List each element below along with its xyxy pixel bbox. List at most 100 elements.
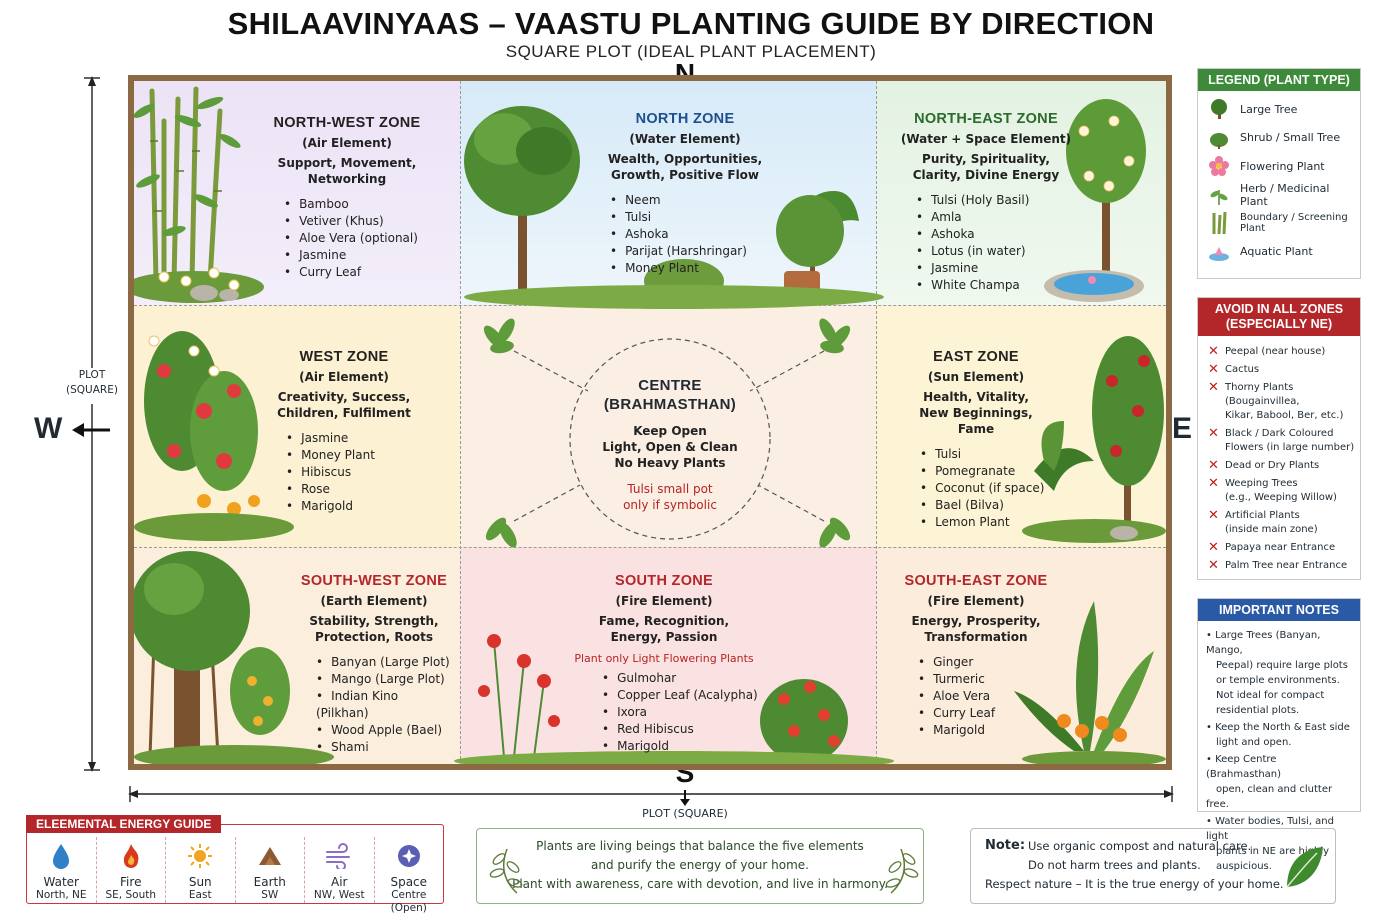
list-item: Neem: [610, 192, 747, 209]
legend-item: Boundary / Screening Plant: [1198, 209, 1360, 238]
list-item: Ashoka: [610, 226, 747, 243]
page-title: SHILAAVINYAAS – VAASTU PLANTING GUIDE BY…: [227, 6, 1155, 41]
list-item: ✕Thorny Plants (Bougainvillea,Kikar, Bab…: [1198, 381, 1360, 423]
legend-title: LEGEND (PLANT TYPE): [1198, 69, 1360, 91]
list-item: Large Trees (Banyan, Mango,Peepal) requi…: [1198, 628, 1360, 718]
element-direction: East: [188, 889, 212, 901]
zone-nw-element: (Air Element): [302, 136, 392, 150]
fire-icon: [123, 844, 139, 868]
zone-n-desc: Growth, Positive Flow: [610, 168, 760, 182]
cross-icon: ✕: [1208, 362, 1219, 377]
note-text: auspicious.: [1216, 861, 1272, 872]
element-name: Water: [43, 875, 79, 889]
avoid-text: Peepal (near house): [1225, 346, 1326, 357]
notes-title: IMPORTANT NOTES: [1198, 599, 1360, 621]
element-name: Sun: [188, 875, 212, 889]
elemental-energy-guide: ELEEMENTAL ENERGY GUIDE Water North, NE …: [26, 815, 444, 914]
zone-s-desc: Energy, Passion: [610, 630, 718, 644]
avoid-text: (inside main zone): [1225, 524, 1318, 535]
zone-n-text: NORTH ZONE (Water Element) Wealth, Oppor…: [580, 111, 790, 277]
zone-nw-text: NORTH-WEST ZONE (Air Element) Support, M…: [234, 115, 460, 281]
element-name: Earth: [253, 875, 286, 889]
zone-w-desc: Creativity, Success,: [277, 390, 411, 404]
cross-icon: ✕: [1208, 426, 1219, 441]
plot-bottom-label: PLOT (SQUARE): [642, 807, 728, 820]
list-item: Turmeric: [918, 671, 995, 688]
boundary-plant-icon: [1212, 212, 1227, 235]
list-item: Money Plant: [286, 447, 375, 464]
note-line: Use organic compost and natural care.: [1028, 839, 1252, 853]
note-text: Water bodies, Tulsi, and light: [1206, 816, 1334, 842]
note-text: residential plots.: [1216, 705, 1300, 716]
south-arrow-icon: [680, 790, 690, 806]
legend-label: Boundary / Screening Plant: [1240, 212, 1348, 235]
elemental-guide-title: ELEEMENTAL ENERGY GUIDE: [26, 815, 222, 833]
zone-ne-desc: Clarity, Divine Energy: [912, 168, 1060, 182]
leaf-branch-icon: [489, 848, 523, 894]
zone-sw-title: SOUTH-WEST ZONE: [300, 573, 448, 589]
list-item: ✕Artificial Plants(inside main zone): [1198, 509, 1360, 537]
plot-frame: NORTH-WEST ZONE (Air Element) Support, M…: [128, 75, 1172, 770]
zone-nw-title: NORTH-WEST ZONE: [273, 115, 421, 131]
zone-s-text: SOUTH ZONE (Fire Element) Fame, Recognit…: [554, 573, 774, 755]
list-item: ✕Palm Tree near Entrance: [1198, 559, 1360, 573]
list-item: Vetiver (Khus): [284, 213, 418, 230]
list-item: Banyan (Large Plot): [316, 654, 454, 671]
list-item: Shami: [316, 739, 454, 756]
zone-e-desc: Health, Vitality,: [923, 390, 1029, 404]
herb-icon: [1210, 189, 1228, 205]
zone-e-text: EAST ZONE (Sun Element) Health, Vitality…: [906, 349, 1046, 531]
list-item: Marigold: [918, 722, 995, 739]
legend-label: Flowering Plant: [1240, 159, 1325, 173]
leaf-branch-icon: [885, 848, 919, 894]
plot-height-dimension: [84, 76, 100, 772]
list-item: Amla: [916, 209, 1029, 226]
leaf-icon: [1286, 847, 1323, 888]
legend-item: Shrub / Small Tree: [1198, 124, 1360, 153]
legend-item: Herb / Medicinal Plant: [1198, 181, 1360, 210]
zone-ne-desc: Purity, Spirituality,: [922, 152, 1050, 166]
zone-centre: [460, 305, 876, 547]
element-water: Water North, NE: [27, 837, 97, 903]
list-item: Parijat (Harshringar): [610, 243, 747, 260]
zone-sw-desc: Protection, Roots: [315, 630, 433, 644]
element-air: Air NW, West: [305, 837, 375, 903]
zone-sw-element: (Earth Element): [320, 594, 428, 608]
zone-s-desc: Fame, Recognition,: [598, 614, 730, 628]
grid-divider: [134, 547, 1166, 548]
zone-centre-desc: Light, Open & Clean: [602, 440, 738, 454]
element-name: Air: [331, 875, 348, 889]
zone-se-desc: Transformation: [924, 630, 1028, 644]
page-subtitle: SQUARE PLOT (IDEAL PLANT PLACEMENT): [505, 42, 877, 61]
zone-n-title: NORTH ZONE: [635, 111, 735, 127]
legend-label: Large Tree: [1240, 102, 1298, 116]
element-direction: SW: [261, 889, 279, 901]
grid-divider: [460, 81, 461, 764]
large-tree-icon: [1211, 99, 1227, 120]
list-item: Wood Apple (Bael): [316, 722, 454, 739]
message-line: and purify the energy of your home.: [591, 858, 809, 872]
note-text: Keep Centre (Brahmasthan): [1206, 754, 1282, 780]
cross-icon: ✕: [1208, 540, 1219, 555]
avoid-text: Papaya near Entrance: [1225, 542, 1336, 553]
message-line: Plants are living beings that balance th…: [536, 839, 864, 853]
air-icon: [326, 843, 351, 871]
legend-item: Large Tree: [1198, 95, 1360, 124]
avoid-text: (e.g., Weeping Willow): [1225, 492, 1337, 503]
centre-leaf-motifs: [483, 318, 851, 548]
cross-icon: ✕: [1208, 380, 1219, 395]
compass-east: E: [1172, 412, 1193, 445]
list-item: Money Plant: [610, 260, 747, 277]
zone-w-element: (Air Element): [299, 370, 389, 384]
list-item: Jasmine: [284, 247, 418, 264]
plant-illustrations: [134, 86, 1166, 764]
element-sun: Sun East: [166, 837, 236, 903]
zone-centre-desc: Keep Open: [633, 424, 707, 438]
list-item: Aloe Vera: [918, 688, 995, 705]
cross-icon: ✕: [1208, 344, 1219, 359]
element-name: Fire: [120, 875, 142, 889]
